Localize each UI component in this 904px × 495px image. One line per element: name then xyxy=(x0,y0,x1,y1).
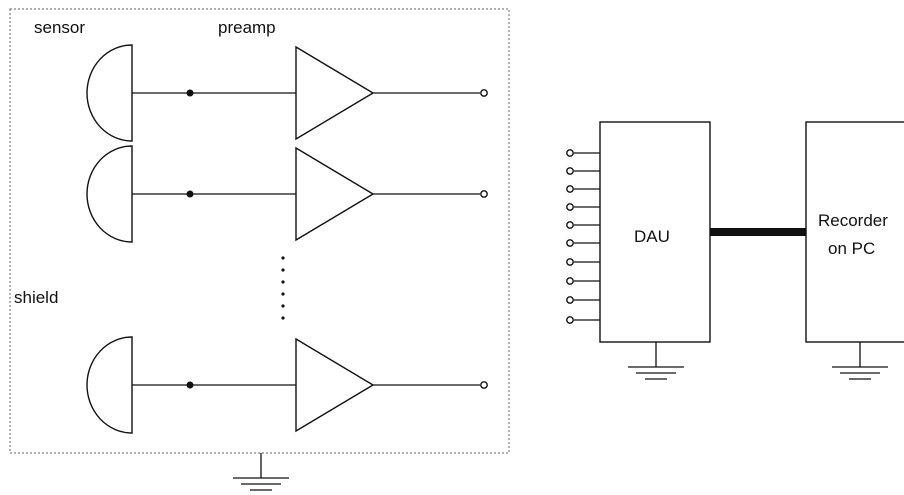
preamp-label: preamp xyxy=(218,18,276,37)
channel-2 xyxy=(86,145,488,243)
preamp-triangle xyxy=(295,337,375,433)
preamp-triangle xyxy=(295,146,375,242)
preamp-triangle xyxy=(295,45,375,141)
sensor-symbol xyxy=(86,145,133,243)
sensor-symbol xyxy=(86,336,133,434)
sensor-label: sensor xyxy=(34,18,85,37)
channel-n xyxy=(86,336,488,434)
sensor-symbol xyxy=(86,44,133,142)
junction-dot xyxy=(186,190,194,198)
output-terminal xyxy=(480,89,488,97)
shield-label: shield xyxy=(14,288,58,307)
recorder-label-line1: Recorder xyxy=(818,211,888,230)
more-channels-ellipsis xyxy=(281,256,285,320)
recorder-box xyxy=(805,121,904,343)
recorder-label-line2: on PC xyxy=(828,239,875,258)
dau-input-terminals xyxy=(566,149,600,324)
junction-dot xyxy=(186,381,194,389)
dau-label: DAU xyxy=(634,227,670,246)
junction-dot xyxy=(186,89,194,97)
dau-ground-symbol xyxy=(628,342,684,380)
shield-enclosure xyxy=(9,8,510,454)
output-terminal xyxy=(480,190,488,198)
channel-1 xyxy=(86,44,488,142)
dau-box xyxy=(599,121,711,343)
output-terminal xyxy=(480,381,488,389)
shield-ground-symbol xyxy=(233,453,289,491)
recorder-ground-symbol xyxy=(832,342,888,380)
